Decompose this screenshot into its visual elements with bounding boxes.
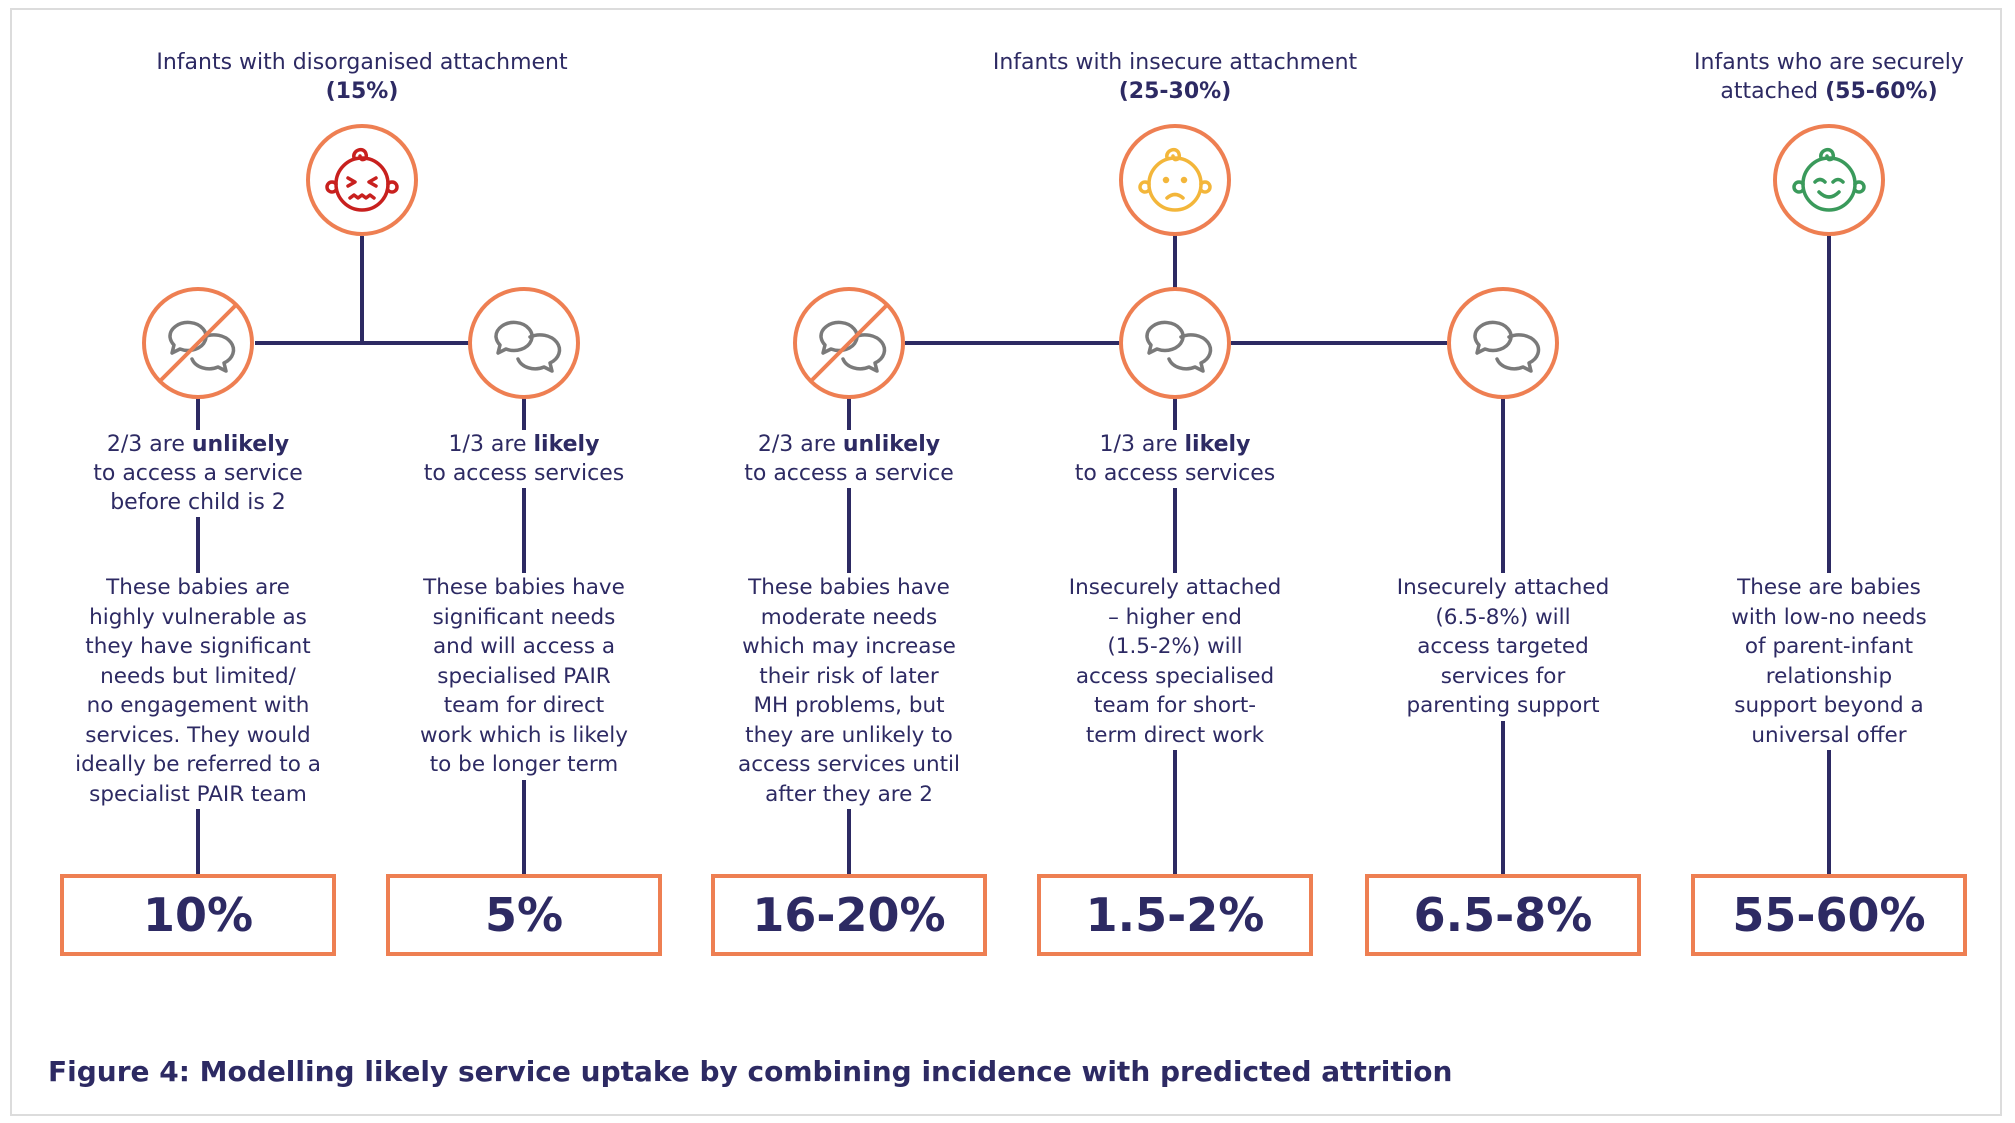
description-line: (1.5-2%) will (1107, 634, 1243, 659)
percent-box: 5% (386, 874, 662, 956)
group-title: Infants with disorganised attachment (156, 50, 568, 75)
description-line: These babies have (423, 575, 625, 600)
label-emphasis: likely (1184, 432, 1251, 457)
group-header-insecure: Infants with insecure attachment (25-30%… (915, 48, 1435, 106)
description-line: ideally be referred to a (75, 752, 321, 777)
group-header-disorganised: Infants with disorganised attachment (15… (102, 48, 622, 106)
description-line: parenting support (1406, 693, 1600, 718)
description-line: universal offer (1751, 722, 1907, 748)
branch-label: 1/3 are likely to access services (1025, 430, 1325, 488)
description-line: MH problems, but (753, 693, 945, 718)
description-line: their risk of later (759, 663, 939, 689)
figure-frame (10, 8, 2002, 1116)
percent-box: 55-60% (1691, 874, 1967, 956)
description-line: (6.5-8%) will (1435, 604, 1571, 630)
description-line: team for short- (1093, 693, 1257, 718)
description-line: to be longer term (429, 752, 619, 777)
branch-label: 2/3 are unlikely to access a service bef… (48, 430, 348, 517)
description-line: services for (1440, 663, 1566, 689)
description-line: significant needs (432, 604, 616, 630)
group-share: (55-60%) (1825, 79, 1938, 104)
group-title-line2: attached (1720, 79, 1826, 104)
description-line: These babies have (748, 575, 950, 600)
distressed-baby-icon (306, 124, 418, 236)
percent-box: 10% (60, 874, 336, 956)
description-line: term direct work (1085, 722, 1265, 748)
branch-description: These are babies with low-no needs of pa… (1704, 573, 1954, 750)
percent-box: 16-20% (711, 874, 987, 956)
branch-description: These babies have significant needs and … (399, 573, 649, 780)
label-rest: to access services (1074, 461, 1276, 486)
description-line: moderate needs (760, 604, 938, 630)
description-line: access services until (738, 752, 960, 777)
group-share: (15%) (325, 79, 399, 104)
speech-bubbles-icon (1119, 287, 1231, 399)
no-talk-icon (142, 287, 254, 399)
label-prefix: 2/3 are (106, 432, 192, 457)
description-line: Insecurely attached (1068, 575, 1282, 600)
description-line: services. They would (85, 722, 311, 748)
branch-description: These babies are highly vulnerable as th… (73, 573, 323, 809)
description-line: relationship (1765, 663, 1893, 689)
label-emphasis: likely (533, 432, 600, 457)
description-line: These are babies (1737, 575, 1921, 600)
figure-caption: Figure 4: Modelling likely service uptak… (48, 1055, 1453, 1088)
description-line: team for direct (443, 693, 605, 718)
label-prefix: 2/3 are (757, 432, 843, 457)
percent-box: 6.5-8% (1365, 874, 1641, 956)
description-line: no engagement with (86, 693, 310, 718)
description-line: specialist PAIR team (89, 781, 307, 807)
description-line: work which is likely (420, 722, 628, 748)
no-talk-icon (793, 287, 905, 399)
description-line: after they are 2 (765, 781, 933, 807)
description-line: with low-no needs (1731, 604, 1927, 630)
speech-bubbles-icon (1447, 287, 1559, 399)
description-line: and will access a (432, 634, 616, 659)
description-line: These babies are (106, 575, 290, 600)
description-line: which may increase (742, 634, 956, 659)
branch-label: 1/3 are likely to access services (374, 430, 674, 488)
description-line: needs but limited/ (100, 663, 296, 689)
happy-baby-icon (1773, 124, 1885, 236)
description-line: Insecurely attached (1396, 575, 1610, 600)
worried-baby-icon (1119, 124, 1231, 236)
group-share: (25-30%) (1118, 79, 1232, 104)
branch-description: These babies have moderate needs which m… (724, 573, 974, 809)
branch-description: Insecurely attached (6.5-8%) will access… (1378, 573, 1628, 721)
label-rest2: before child is 2 (110, 490, 286, 515)
percent-box: 1.5-2% (1037, 874, 1313, 956)
branch-description: Insecurely attached – higher end (1.5-2%… (1050, 573, 1300, 750)
label-rest: to access a service (744, 461, 954, 486)
description-line: – higher end (1108, 604, 1242, 630)
description-line: support beyond a (1734, 693, 1924, 718)
description-line: access targeted (1417, 634, 1589, 659)
group-header-secure: Infants who are securely attached (55-60… (1569, 48, 2015, 106)
group-title: Infants who are securely (1694, 50, 1964, 75)
label-rest: to access services (423, 461, 625, 486)
label-rest: to access a service (93, 461, 303, 486)
description-line: of parent-infant (1744, 634, 1914, 659)
label-emphasis: unlikely (191, 432, 290, 457)
description-line: they have significant (85, 634, 311, 659)
label-prefix: 1/3 are (1099, 432, 1185, 457)
group-title: Infants with insecure attachment (992, 50, 1358, 75)
description-line: specialised PAIR (437, 663, 611, 689)
label-emphasis: unlikely (842, 432, 941, 457)
label-prefix: 1/3 are (448, 432, 534, 457)
description-line: access specialised (1075, 663, 1275, 689)
branch-label: 2/3 are unlikely to access a service (699, 430, 999, 488)
description-line: highly vulnerable as (89, 604, 307, 630)
description-line: they are unlikely to (745, 722, 953, 748)
speech-bubbles-icon (468, 287, 580, 399)
